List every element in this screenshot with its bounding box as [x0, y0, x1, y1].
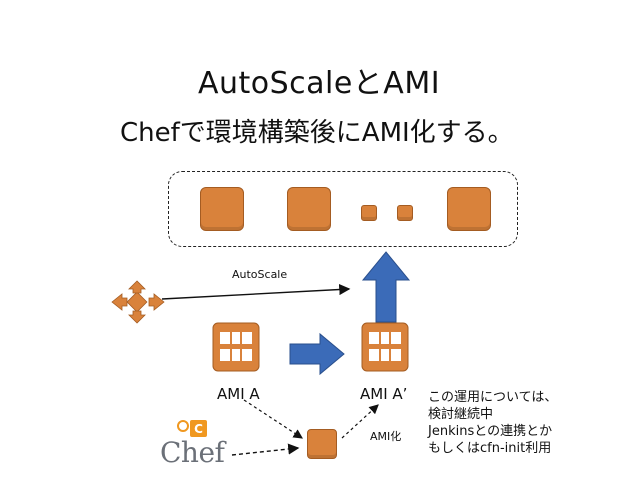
blue-right-arrow: [289, 332, 345, 376]
note-text: この運用については、 検討継続中 Jenkinsとの連携とか もしくはcfn-i…: [428, 389, 557, 457]
ami-icon: [212, 322, 260, 372]
blue-up-arrow: [361, 251, 411, 323]
ami-icon: [361, 322, 409, 372]
instance-small-icon: [361, 205, 377, 221]
note-line: 検討継続中: [428, 407, 494, 422]
chef-dashed-arrow: [231, 443, 300, 456]
slide-title: AutoScaleとAMI: [197, 66, 441, 101]
autoscale-label: AutoScale: [232, 268, 288, 281]
ami-ka-label: AMI化: [370, 430, 402, 443]
instance-icon: [307, 429, 337, 459]
note-line: この運用については、: [428, 390, 558, 405]
instance-icon: [447, 187, 491, 231]
ami-ka-dashed-arrow: [341, 404, 379, 439]
instance-small-icon: [397, 205, 413, 221]
note-line: もしくはcfn-init利用: [428, 441, 552, 456]
slide-subtitle: Chefで環境構築後にAMI化する。: [120, 118, 514, 148]
ami-a-prime-label: AMI A’: [360, 385, 408, 403]
svg-text:C: C: [194, 422, 203, 436]
autoscale-arrow: [161, 283, 351, 300]
ami-a-dashed-arrow: [243, 399, 304, 439]
instance-icon: [287, 187, 331, 231]
autoscaling-icon: [111, 280, 165, 324]
autoscaling-group-box: [168, 171, 518, 247]
instance-icon: [200, 187, 244, 231]
chef-wordmark: Chef: [160, 436, 225, 469]
chef-logo-icon: C: [177, 420, 207, 437]
ami-a-label: AMI A: [217, 385, 260, 403]
note-line: Jenkinsとの連携とか: [428, 424, 553, 439]
